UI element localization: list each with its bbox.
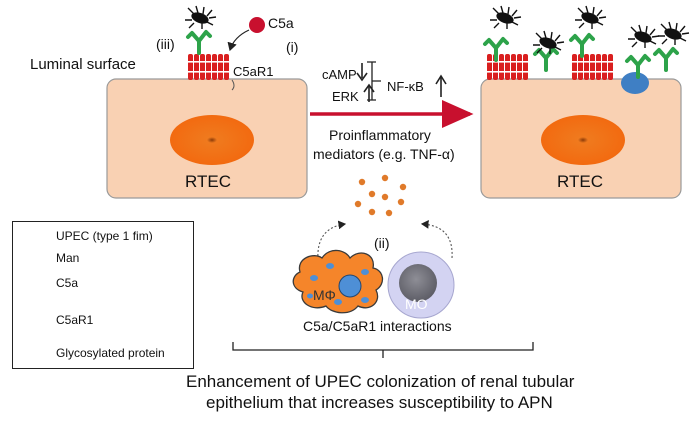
label-iii: (iii): [156, 36, 175, 52]
legend-label-glycoprotein: Glycosylated protein: [56, 346, 165, 360]
upec-bacterium-icon: [184, 5, 217, 30]
macrophage-label: MΦ: [313, 287, 336, 303]
c5a-molecule: [249, 17, 265, 33]
mediator-dots: [354, 174, 407, 217]
proinflammatory-line2: mediators (e.g. TNF-α): [313, 146, 455, 162]
c5ar1-receptor-right-2: [571, 54, 614, 80]
dashed-arrow-monocyte: [420, 220, 453, 259]
rtec-left-label: RTEC: [185, 172, 231, 191]
luminal-surface-label: Luminal surface: [30, 56, 136, 73]
glycosylated-protein-right: [621, 72, 649, 94]
c5a-label: C5a: [268, 15, 294, 31]
monocyte-label: MO: [405, 296, 428, 312]
signaling-bracket: [356, 61, 447, 102]
bottom-bracket: [232, 342, 534, 358]
legend-label-upec: UPEC (type 1 fim): [56, 229, 153, 243]
macrophage-cell: [292, 249, 384, 314]
legend-label-man: Man: [56, 251, 80, 265]
legend-label-c5ar1: C5aR1: [56, 313, 94, 327]
proinflammatory-line1: Proinflammatory: [329, 127, 431, 143]
c5ar1-label: C5aR1: [233, 64, 274, 79]
rtec-right-label: RTEC: [557, 172, 603, 191]
conclusion-line2: epithelium that increases susceptibility…: [206, 393, 553, 412]
conclusion-line1: Enhancement of UPEC colonization of rena…: [186, 372, 575, 391]
label-i: (i): [286, 39, 299, 55]
nfkb-label: NF-κB: [387, 79, 424, 94]
label-ii: (ii): [374, 235, 390, 251]
c5a-binding-arrow: [227, 29, 250, 52]
dashed-arrow-macrophage: [317, 220, 347, 261]
rtec-left-cell: [106, 78, 308, 199]
legend-label-c5a: C5a: [56, 276, 79, 290]
rtec-right-cell: [480, 78, 682, 199]
erk-label: ERK: [332, 89, 359, 104]
c5ar1-receptor-right-1: [486, 54, 529, 80]
legend: [12, 221, 194, 369]
camp-label: cAMP: [322, 67, 357, 82]
rtec-left-nucleus: [170, 115, 254, 165]
mannose-icon: [186, 30, 212, 55]
c5ar1-receptor-left: [187, 54, 230, 80]
rtec-right-nucleus: [541, 115, 625, 165]
monocyte-cell: [387, 251, 455, 319]
interactions-label: C5a/C5aR1 interactions: [303, 318, 452, 334]
